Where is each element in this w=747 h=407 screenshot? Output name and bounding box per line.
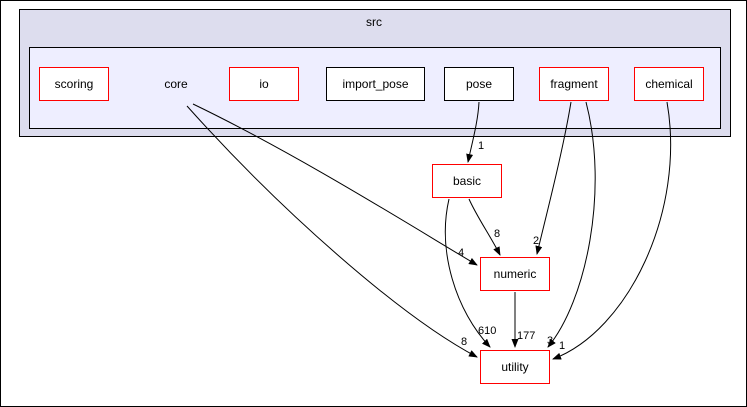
dir-box-utility-label: utility [501, 360, 529, 374]
edge-chemical-utility [552, 101, 672, 360]
cluster-src-label: src [366, 15, 382, 29]
edge-count-basic-utility: 610 [478, 325, 497, 337]
edge-count-core-utility: 8 [461, 336, 468, 348]
edge-count-pose-basic: 1 [478, 140, 485, 152]
current-dir-label-core: core [164, 77, 188, 91]
dir-box-chemical[interactable]: chemical [634, 67, 704, 101]
edge-basic-numeric [468, 198, 501, 256]
edge-count-core-numeric: 4 [458, 247, 465, 259]
edge-fragment-utility [547, 101, 596, 348]
dir-box-fragment[interactable]: fragment [539, 67, 609, 101]
edge-count-fragment-utility: 3 [547, 335, 554, 347]
edge-count-numeric-utility: 177 [517, 330, 536, 342]
dir-box-numeric-label: numeric [493, 267, 537, 281]
edge-count-basic-numeric: 8 [494, 228, 501, 240]
edge-count-chemical-utility: 1 [559, 340, 566, 352]
dir-box-pose[interactable]: pose [444, 67, 514, 101]
dir-box-scoring-label: scoring [54, 77, 94, 91]
dir-box-import-pose-label: import_pose [342, 77, 409, 91]
dir-box-utility[interactable]: utility [480, 350, 550, 384]
dir-box-fragment-label: fragment [550, 77, 598, 91]
dir-box-chemical-label: chemical [645, 77, 693, 91]
dir-box-import-pose[interactable]: import_pose [326, 67, 425, 101]
edge-core-utility [186, 105, 478, 358]
dir-box-numeric[interactable]: numeric [480, 257, 550, 291]
dir-box-io[interactable]: io [229, 67, 299, 101]
edge-count-fragment-numeric: 2 [533, 235, 540, 247]
dir-box-scoring[interactable]: scoring [39, 67, 109, 101]
dir-box-io-label: io [259, 77, 269, 91]
dir-box-basic[interactable]: basic [432, 164, 502, 198]
dir-box-basic-label: basic [452, 174, 481, 188]
dir-box-pose-label: pose [465, 77, 493, 91]
